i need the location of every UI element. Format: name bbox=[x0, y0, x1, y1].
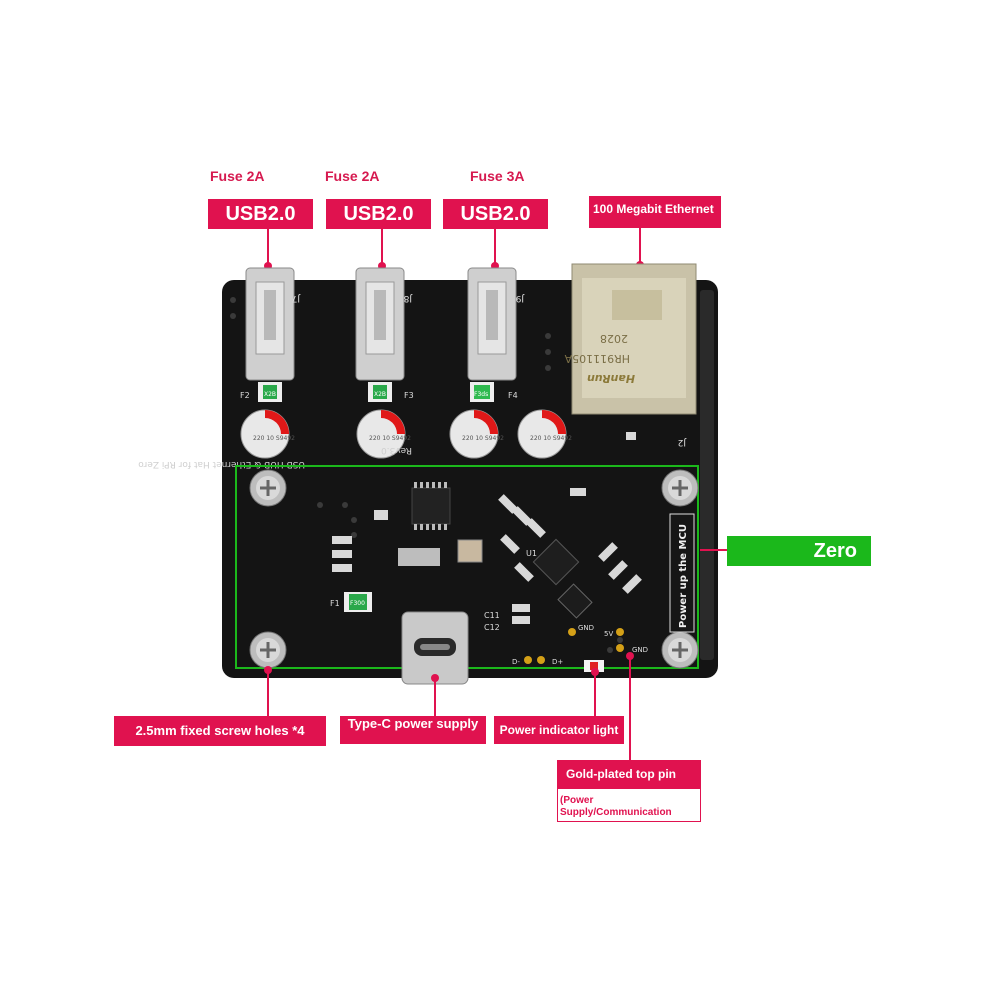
small-ic bbox=[557, 583, 593, 619]
ethernet-leader bbox=[639, 228, 641, 266]
screw-top-right bbox=[661, 469, 699, 507]
svg-text:220 10 S9492: 220 10 S9492 bbox=[253, 435, 295, 442]
svg-text:U1: U1 bbox=[526, 549, 537, 558]
svg-text:220 10 S9492: 220 10 S9492 bbox=[462, 435, 504, 442]
smd-components bbox=[332, 432, 642, 624]
svg-text:F1: F1 bbox=[330, 599, 340, 608]
rj45-model: HR911105A bbox=[564, 352, 630, 365]
gold-pins bbox=[524, 628, 624, 664]
svg-text:F300: F300 bbox=[350, 600, 365, 607]
svg-text:GND: GND bbox=[578, 624, 594, 632]
screw-leader bbox=[267, 670, 269, 716]
fuse-label-2: Fuse 2A bbox=[325, 168, 380, 184]
capacitor-3 bbox=[449, 409, 499, 459]
gold-pin-leader bbox=[629, 656, 631, 760]
usb-2-dot bbox=[378, 262, 386, 270]
type-c-label: Type-C power supply bbox=[340, 716, 486, 744]
ethernet-label: 100 Megabit Ethernet bbox=[589, 196, 721, 228]
fuse-label-3: Fuse 3A bbox=[470, 168, 525, 184]
svg-text:D-: D- bbox=[512, 658, 520, 666]
crystal bbox=[457, 539, 483, 563]
power-light-leader bbox=[594, 672, 596, 716]
silk-title: USB HUB & Ethernet Hat for RPi Zero bbox=[138, 459, 305, 469]
svg-text:F3: F3 bbox=[404, 391, 414, 400]
usb-3-dot bbox=[491, 262, 499, 270]
fuse-chip-f2: X2B bbox=[258, 382, 282, 402]
rj45-code: 2028 bbox=[600, 332, 628, 345]
usb-2-leader bbox=[381, 229, 383, 267]
power-light-label: Power indicator light bbox=[494, 716, 624, 744]
svg-text:X2B: X2B bbox=[374, 391, 386, 398]
usb-connector-2 bbox=[355, 267, 405, 381]
svg-text:F2: F2 bbox=[240, 391, 250, 400]
rj45-ethernet-jack: HanRun HR911105A 2028 bbox=[564, 263, 697, 415]
screw-top-left bbox=[249, 469, 287, 507]
usb-1-leader bbox=[267, 229, 269, 267]
screw-holes-label: 2.5mm fixed screw holes *4 bbox=[114, 716, 326, 746]
svg-text:F3ds: F3ds bbox=[474, 391, 488, 398]
usb-label-3: USB2.0 bbox=[443, 199, 548, 229]
right-header-pins bbox=[700, 290, 714, 660]
silk-j8: J8 bbox=[403, 293, 413, 303]
gold-pin-callout: Gold-plated top pin (Power Supply/Commun… bbox=[557, 760, 701, 822]
svg-text:GND: GND bbox=[632, 646, 648, 654]
usb-3-leader bbox=[494, 229, 496, 267]
fuse-chip-f4: F3ds bbox=[470, 382, 494, 402]
capacitor-1 bbox=[240, 409, 290, 459]
silk-j7: J7 bbox=[292, 293, 301, 303]
rj45-brand: HanRun bbox=[587, 372, 635, 385]
svg-text:D+: D+ bbox=[552, 658, 563, 666]
type-c-leader bbox=[434, 678, 436, 716]
svg-text:J2: J2 bbox=[678, 437, 687, 447]
usb-1-dot bbox=[264, 262, 272, 270]
fuse-label-1: Fuse 2A bbox=[210, 168, 265, 184]
zero-leader bbox=[700, 549, 730, 551]
usb-connector-3 bbox=[467, 267, 517, 381]
svg-text:X2B: X2B bbox=[264, 391, 276, 398]
silk-j9: J9 bbox=[515, 293, 525, 303]
capacitor-4 bbox=[517, 409, 567, 459]
fuse-chip-f1: F300 bbox=[344, 592, 372, 612]
svg-text:220 10 S9492: 220 10 S9492 bbox=[369, 435, 411, 442]
screw-bottom-left bbox=[249, 631, 287, 669]
silk-rev: Rev3.0 bbox=[381, 445, 412, 455]
screw-bottom-right bbox=[661, 631, 699, 669]
fuse-chip-f3: X2B bbox=[368, 382, 392, 402]
ic-u1-qfn bbox=[532, 538, 580, 586]
ic-soic bbox=[411, 482, 451, 530]
usb-c-port bbox=[401, 611, 469, 685]
capacitor-2 bbox=[356, 409, 406, 459]
zero-label: Zero bbox=[727, 536, 871, 566]
gold-pin-subtitle: (Power Supply/Communication bbox=[560, 795, 672, 818]
usb-connector-1 bbox=[245, 267, 295, 381]
silk-power-up: Power up the MCU bbox=[678, 524, 689, 628]
svg-text:5V: 5V bbox=[604, 630, 613, 638]
svg-text:C12: C12 bbox=[484, 623, 500, 632]
svg-text:C11: C11 bbox=[484, 611, 500, 620]
gold-pin-title: Gold-plated top pin bbox=[558, 761, 700, 789]
usb-label-2: USB2.0 bbox=[326, 199, 431, 229]
svg-text:F4: F4 bbox=[508, 391, 518, 400]
usb-label-1: USB2.0 bbox=[208, 199, 313, 229]
svg-text:220 10 S9492: 220 10 S9492 bbox=[530, 435, 572, 442]
